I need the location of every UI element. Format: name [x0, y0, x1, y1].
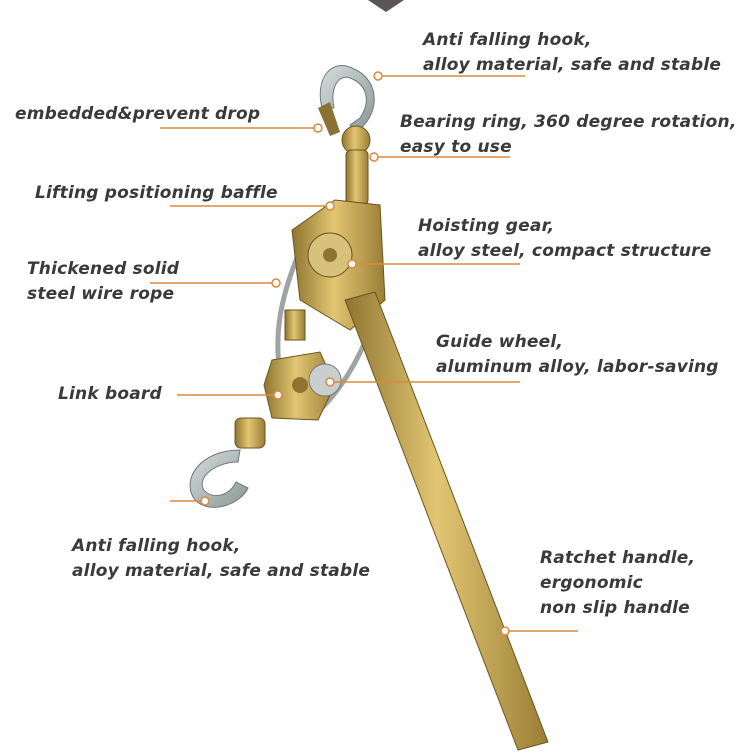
gear-hub: [323, 248, 337, 262]
callout-ratchet-handle: Ratchet handle, ergonomic non slip handl…: [540, 546, 695, 621]
callout-dot: [500, 626, 510, 636]
callout-text: alloy material, safe and stable: [423, 55, 722, 75]
callout-dot: [200, 496, 210, 506]
callout-text: Anti falling hook,: [72, 536, 241, 556]
callout-text: ergonomic: [540, 573, 643, 593]
safety-latch: [318, 102, 340, 136]
bottom-hook: [189, 449, 249, 508]
swivel-shank: [345, 149, 369, 206]
top-hook: [319, 65, 375, 133]
callout-text: alloy steel, compact structure: [418, 241, 712, 261]
callout-dot: [325, 201, 335, 211]
lower-shank: [234, 417, 266, 449]
callout-text: easy to use: [400, 137, 512, 157]
top-marker-shape: [368, 0, 404, 12]
baffle-plate: [284, 309, 306, 341]
callout-text: Guide wheel,: [436, 332, 564, 352]
callout-dot: [373, 71, 383, 81]
callout-text: Hoisting gear,: [418, 216, 555, 236]
callout-bottom-hook: Anti falling hook, alloy material, safe …: [72, 534, 370, 584]
callout-dot: [273, 390, 283, 400]
callout-text: Link board: [58, 384, 162, 404]
callout-text: alloy material, safe and stable: [72, 561, 371, 581]
callout-dot: [271, 278, 281, 288]
callout-text: Thickened solid: [27, 259, 180, 279]
callout-dot: [347, 259, 357, 269]
callout-text: embedded&prevent drop: [15, 104, 261, 124]
callout-text: Lifting positioning baffle: [35, 183, 278, 203]
callout-text: Ratchet handle,: [540, 548, 696, 568]
callout-link-board: Link board: [58, 382, 162, 407]
callout-dot: [313, 123, 323, 133]
callout-text: aluminum alloy, labor-saving: [436, 357, 719, 377]
callout-dot: [369, 152, 379, 162]
callout-baffle: Lifting positioning baffle: [35, 181, 278, 206]
callout-text: Anti falling hook,: [423, 30, 592, 50]
callout-bearing-ring: Bearing ring, 360 degree rotation, easy …: [400, 110, 737, 160]
guide-wheel: [308, 363, 342, 397]
callout-guide-wheel: Guide wheel, aluminum alloy, labor-savin…: [436, 330, 719, 380]
callout-text: Bearing ring, 360 degree rotation,: [400, 112, 737, 132]
callout-wire-rope: Thickened solid steel wire rope: [27, 257, 179, 307]
callout-top-hook: Anti falling hook, alloy material, safe …: [423, 28, 721, 78]
ratchet-handle: [344, 291, 549, 751]
callout-embedded: embedded&prevent drop: [15, 102, 260, 127]
link-pin: [292, 377, 308, 393]
callout-hoisting-gear: Hoisting gear, alloy steel, compact stru…: [418, 214, 712, 264]
callout-text: non slip handle: [540, 598, 690, 618]
callout-lines: [150, 71, 578, 636]
callout-dot: [325, 377, 335, 387]
callout-text: steel wire rope: [27, 284, 175, 304]
